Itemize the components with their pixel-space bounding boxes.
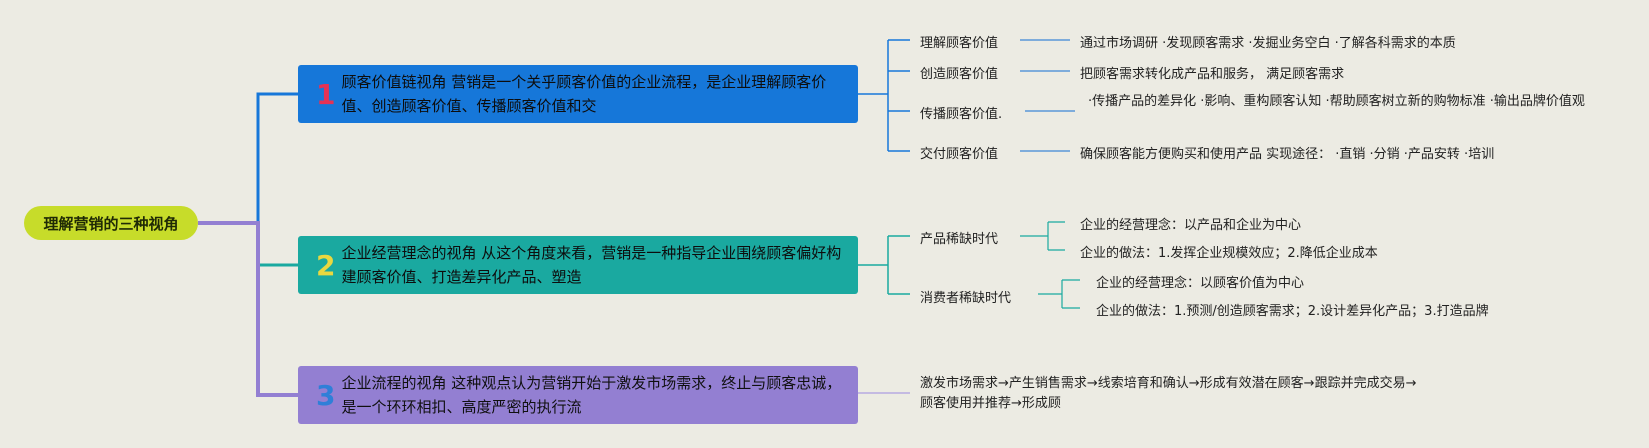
branch1-label-2[interactable]: 创造顾客价值 [920, 67, 999, 82]
topic-number-2: 2 [316, 248, 336, 282]
branch1-label-4[interactable]: 交付顾客价值 [920, 147, 999, 162]
branch2-item-2-1: 企业的经营理念：以顾客价值为中心 [1096, 276, 1305, 291]
branch1-detail-1: 通过市场调研 ·发现顾客需求 ·发掘业务空白 ·了解各科需求的本质 [1080, 36, 1456, 51]
branch1-detail-4: 确保顾客能方便购买和使用产品 实现途径： ·直销 ·分销 ·产品安转 ·培训 [1080, 147, 1495, 162]
connector-topic1-details [1020, 39, 1075, 152]
root-node[interactable]: 理解营销的三种视角 [24, 206, 198, 240]
topic-text-3: 企业流程的视角 这种观点认为营销开始于激发市场需求，终止与顾客忠诚，是一个环环相… [341, 374, 842, 416]
branch2-label-2[interactable]: 消费者稀缺时代 [920, 291, 1012, 306]
connector-topic2-branches [858, 235, 910, 295]
connector-root-topic1 [198, 92, 298, 225]
branch2-item-2-2: 企业的做法：1.预测/创造顾客需求；2.设计差异化产品；3.打造品牌 [1096, 304, 1489, 319]
branch1-detail-2: 把顾客需求转化成产品和服务， 满足顾客需求 [1080, 67, 1345, 82]
branch2-label-1[interactable]: 产品稀缺时代 [920, 232, 999, 247]
topic-node-1[interactable]: 1 顾客价值链视角 营销是一个关乎顾客价值的企业流程，是企业理解顾客价值、创造顾… [298, 65, 858, 123]
topic-text-2: 企业经营理念的视角 从这个角度来看，营销是一种指导企业围绕顾客偏好构建顾客价值、… [341, 244, 842, 286]
connector-root-topic3 [198, 221, 298, 397]
topic-node-3[interactable]: 3 企业流程的视角 这种观点认为营销开始于激发市场需求，终止与顾客忠诚，是一个环… [298, 366, 858, 424]
topic-number-1: 1 [316, 77, 336, 111]
topic-number-3: 3 [316, 378, 336, 412]
branch1-label-3[interactable]: 传播顾客价值. [920, 107, 1003, 122]
connector-topic1-branches [858, 39, 910, 152]
branch2-item-1-2: 企业的做法：1.发挥企业规模效应；2.降低企业成本 [1080, 246, 1378, 261]
topic-text-1: 顾客价值链视角 营销是一个关乎顾客价值的企业流程，是企业理解顾客价值、创造顾客价… [341, 73, 827, 115]
root-label: 理解营销的三种视角 [43, 214, 179, 233]
branch3-detail: 激发市场需求→产生销售需求→线索培育和确认→形成有效潜在顾客→跟踪并完成交易→顾… [920, 376, 1417, 411]
connector-topic2-sub2 [1038, 279, 1080, 309]
connector-topic2-sub1 [1020, 221, 1065, 251]
branch2-item-1-1: 企业的经营理念：以产品和企业为中心 [1080, 218, 1302, 233]
branch1-detail-3: ·传播产品的差异化 ·影响、重构顾客认知 ·帮助顾客树立新的购物标准 ·输出品牌… [1088, 94, 1585, 109]
branch1-label-1[interactable]: 理解顾客价值 [920, 36, 999, 51]
topic-node-2[interactable]: 2 企业经营理念的视角 从这个角度来看，营销是一种指导企业围绕顾客偏好构建顾客价… [298, 236, 858, 294]
connector-root-topic2 [198, 221, 298, 267]
